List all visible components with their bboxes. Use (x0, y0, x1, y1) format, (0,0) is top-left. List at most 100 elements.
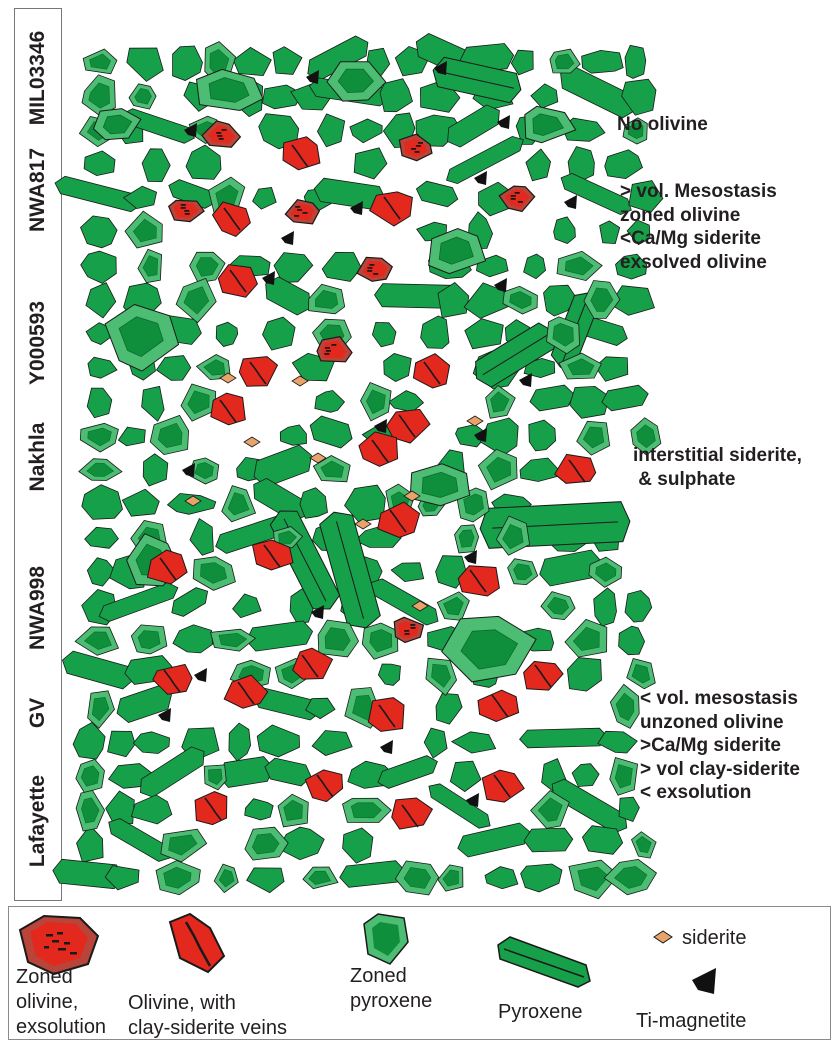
zoned-pyroxene-core (137, 630, 161, 650)
pyroxene-crystal (604, 149, 643, 180)
pyroxene-crystal (597, 730, 638, 754)
exsolution-lamella (517, 201, 523, 203)
note-line: > vol clay-siderite (640, 758, 800, 780)
zoned-pyroxene-core (163, 866, 192, 889)
pyroxene-crystal (265, 276, 311, 316)
note-bottom-group: < vol. mesostasis unzoned olivine >Ca/Mg… (640, 687, 800, 805)
zoned-pyroxene-core (350, 802, 382, 819)
clay-siderite-vein (301, 654, 319, 678)
exsolution-lamella (510, 195, 516, 197)
pyroxene-crystal (553, 216, 576, 244)
ti-magnetite-grain (497, 115, 510, 129)
zoned-pyroxene-core (88, 82, 110, 109)
pyroxene-crystal (624, 589, 653, 623)
olivine-crystal (194, 791, 228, 826)
pyroxene-crystal (189, 518, 214, 556)
zoned-pyroxene-core (183, 286, 210, 315)
exsolution-lamella (221, 129, 227, 131)
pyroxene-crystal (126, 47, 164, 82)
pyroxene-crystal (618, 796, 640, 823)
clay-siderite-vein (469, 569, 487, 593)
clay-siderite-vein (398, 414, 416, 438)
zoned-pyroxene-core (431, 663, 451, 688)
pyroxene-crystal (87, 356, 118, 379)
pyroxene-crystal (615, 253, 648, 280)
zoned-olivine-icon (18, 914, 100, 976)
zoned-pyroxene-core (84, 631, 112, 650)
legend-line: olivine, (16, 991, 79, 1013)
exsolution-lamella (418, 142, 423, 144)
clay-siderite-vein (291, 144, 309, 168)
olivine-crystal (369, 191, 413, 227)
zoned-pyroxene-core (132, 218, 157, 243)
olivine-crystal (282, 136, 321, 171)
pyroxene-crystal (172, 45, 203, 81)
pyroxene-crystal (624, 44, 647, 79)
zoned-pyroxene-core (218, 632, 248, 648)
pyroxene-crystal (272, 46, 303, 75)
exsolution-lamella (216, 132, 222, 134)
pyroxene-crystal (81, 484, 123, 520)
pyroxene-crystal (379, 78, 413, 113)
pyroxene-crystal (54, 175, 142, 213)
pyroxene-crystal (245, 620, 314, 652)
pyroxene-crystal (279, 424, 307, 446)
clay-siderite-vein (493, 774, 511, 798)
olivine-crystal (481, 769, 525, 803)
legend-line: Olivine, with (128, 992, 236, 1014)
clay-siderite-vein (204, 797, 222, 821)
zoned-pyroxene-core (369, 629, 393, 653)
exsolution-lamella (367, 270, 373, 272)
ti-magnetite-grain (564, 195, 577, 209)
exsolution-lamella (404, 630, 410, 632)
siderite-grain (291, 375, 309, 387)
pyroxene-crystal (349, 118, 383, 144)
pyroxene-crystal (484, 866, 519, 890)
pyroxene-crystal (523, 253, 547, 280)
ti-magnetite-grain (311, 605, 324, 619)
siderite-grain (411, 600, 429, 612)
exsolution-lamella (295, 206, 301, 208)
pyroxene-crystal (618, 625, 646, 656)
pyroxene-crystal (529, 384, 575, 412)
siderite-grain (403, 490, 421, 502)
exsolution-lamella (415, 145, 421, 147)
pyroxene-crystal (523, 357, 556, 379)
pyroxene-crystal (311, 730, 353, 756)
legend-zoned-olivine: Zoned olivine, exsolution (16, 965, 106, 1040)
pyroxene-crystal (377, 755, 438, 789)
siderite-layer (184, 372, 484, 612)
legend-line: Pyroxene (498, 1001, 583, 1023)
clay-siderite-vein (534, 664, 552, 688)
exsolution-lamella (325, 350, 331, 352)
pyroxene-crystal (309, 415, 353, 449)
legend-pyroxene: Pyroxene (498, 1000, 583, 1025)
exsolution-lamella (184, 213, 190, 215)
pyroxene-crystal (519, 727, 609, 749)
pyroxene-crystal (571, 763, 600, 787)
siderite-grain (466, 415, 484, 427)
pyroxene-crystal (273, 252, 314, 283)
ti-magnetite-grain (434, 61, 447, 75)
exsolution-lamella (410, 627, 416, 629)
olivine-crystal (210, 392, 246, 426)
pyroxene-crystal (457, 822, 531, 858)
legend (8, 906, 831, 1040)
clay-siderite-vein (219, 399, 237, 423)
zoned-pyroxene-core (324, 627, 351, 651)
zoned-pyroxene-core (87, 427, 112, 447)
pyroxene-crystal (377, 663, 401, 686)
pyroxene-crystal (172, 624, 214, 654)
exsolution-lamella (514, 192, 520, 194)
zoned-pyroxene-core (81, 797, 100, 824)
pyroxene-crystal (83, 150, 116, 177)
zoned-pyroxene-core (187, 390, 210, 415)
zoned-pyroxene-core (615, 692, 635, 721)
pyroxene-crystal (253, 444, 312, 488)
zoned-pyroxene-core (218, 869, 235, 888)
ti-magnetite-layer (158, 61, 577, 807)
zoned-pyroxene-core (118, 316, 164, 358)
ti-magnetite-icon (692, 968, 716, 994)
zoned-pyroxene-core (537, 797, 563, 822)
zoned-pyroxene-core (142, 255, 159, 277)
